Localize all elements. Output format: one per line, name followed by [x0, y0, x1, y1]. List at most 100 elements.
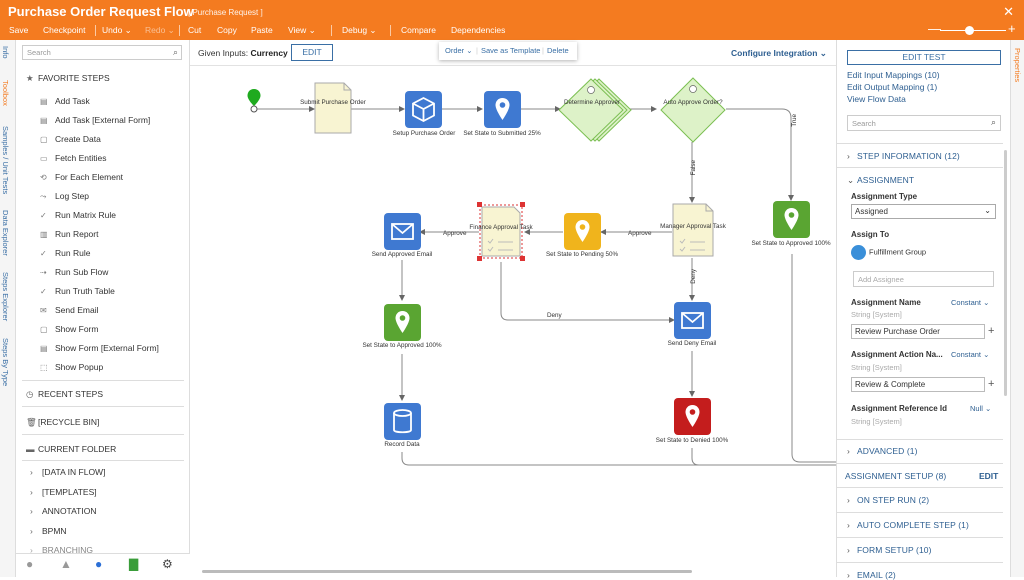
tab-info[interactable]: Info	[1, 46, 10, 59]
canvas-scrollbar[interactable]	[202, 570, 692, 573]
save-button[interactable]: Save	[9, 25, 29, 35]
start-icon[interactable]	[246, 88, 262, 114]
tab-samples[interactable]: Samples / Unit Tests	[1, 126, 10, 195]
decision-icon[interactable]	[660, 77, 726, 143]
set-state-icon[interactable]	[484, 91, 521, 128]
tab-steps-explorer[interactable]: Steps Explorer	[1, 272, 10, 322]
zoom-out-icon[interactable]: —	[928, 21, 941, 36]
settings-gear-icon[interactable]: ⚙	[162, 557, 173, 571]
folder-item[interactable]: ›ANNOTATION	[30, 506, 96, 516]
auto-complete-section[interactable]: ›AUTO COMPLETE STEP (1)	[847, 520, 969, 530]
delete-button[interactable]: Delete	[547, 46, 569, 55]
assignment-setup-edit-button[interactable]: EDIT	[979, 471, 999, 481]
form-setup-section[interactable]: ›FORM SETUP (10)	[847, 545, 932, 555]
assignment-action-input[interactable]: Review & Complete	[851, 377, 985, 392]
save-as-template-button[interactable]: Save as Template	[481, 46, 541, 55]
determine-approver-icon[interactable]	[559, 77, 633, 143]
assignment-reference-mode[interactable]: Null ⌄	[970, 404, 992, 413]
email-section[interactable]: ›EMAIL (2)	[847, 570, 896, 580]
dependencies-button[interactable]: Dependencies	[451, 25, 506, 35]
task-icon[interactable]	[672, 203, 714, 257]
step-item[interactable]: ▥Run Report	[40, 229, 98, 239]
tab-properties[interactable]: Properties	[1013, 48, 1022, 83]
zoom-slider[interactable]: — +	[928, 21, 1020, 36]
favorite-steps-header[interactable]: ★FAVORITE STEPS	[26, 73, 110, 84]
email-step-icon[interactable]	[674, 302, 711, 339]
zoom-in-icon[interactable]: +	[1008, 21, 1016, 36]
properties-search-input[interactable]: Search ⌕	[847, 115, 1001, 131]
folder-item[interactable]: ›BRANCHING	[30, 545, 93, 555]
add-assignee-input[interactable]: Add Assignee	[853, 271, 994, 287]
edit-test-button[interactable]: EDIT TEST	[847, 50, 1001, 65]
step-item[interactable]: ▤Add Task [External Form]	[40, 115, 150, 125]
flow-canvas[interactable]: Submit Purchase Order Setup Purchase Ord…	[190, 66, 836, 577]
recycle-bin-header[interactable]: 🗑[RECYCLE BIN]	[26, 417, 99, 428]
on-step-run-section[interactable]: ›ON STEP RUN (2)	[847, 495, 929, 505]
assignment-name-mode[interactable]: Constant ⌄	[951, 298, 990, 307]
step-item[interactable]: ✓Run Matrix Rule	[40, 210, 116, 220]
step-item[interactable]: ✓Run Rule	[40, 248, 90, 258]
assignment-setup-section[interactable]: ASSIGNMENT SETUP (8)	[845, 471, 947, 481]
chat-icon[interactable]: ●	[95, 557, 103, 571]
step-item[interactable]: ✉Send Email	[40, 305, 98, 315]
tab-steps-by-type[interactable]: Steps By Type	[1, 338, 10, 387]
step-item[interactable]: ⬚Show Popup	[40, 362, 103, 372]
database-icon[interactable]	[384, 403, 421, 440]
add-icon[interactable]: +	[988, 378, 995, 390]
toolbox-search-input[interactable]: Search ⌕	[22, 45, 182, 60]
email-step-icon[interactable]	[384, 213, 421, 250]
assignment-action-mode[interactable]: Constant ⌄	[951, 350, 990, 359]
edit-input-mappings-link[interactable]: Edit Input Mappings (10)	[847, 70, 940, 80]
assignment-name-input[interactable]: Review Purchase Order	[851, 324, 985, 339]
folder-item[interactable]: ›[DATA IN FLOW]	[30, 467, 105, 477]
cut-button[interactable]: Cut	[188, 25, 202, 35]
warning-icon[interactable]: ▲	[60, 557, 72, 571]
set-state-icon[interactable]	[674, 398, 711, 435]
folder-item[interactable]: ›BPMN	[30, 526, 67, 536]
assignment-type-select[interactable]: Assigned⌄	[851, 204, 996, 219]
set-state-icon[interactable]	[564, 213, 601, 250]
form-step-icon[interactable]	[314, 82, 352, 134]
given-inputs-edit-button[interactable]: EDIT	[291, 44, 333, 61]
view-menu[interactable]: View ⌄	[288, 25, 316, 35]
copy-button[interactable]: Copy	[217, 25, 237, 35]
selected-task-icon[interactable]	[476, 201, 526, 262]
step-item[interactable]: ⇢Run Sub Flow	[40, 267, 108, 277]
tab-data-explorer[interactable]: Data Explorer	[1, 210, 10, 256]
zoom-handle[interactable]	[965, 26, 975, 35]
step-item[interactable]: ▤Show Form [External Form]	[40, 343, 159, 353]
step-item[interactable]: ▢Show Form	[40, 324, 98, 334]
error-icon[interactable]: ●	[26, 557, 34, 571]
recent-steps-header[interactable]: ◷RECENT STEPS	[26, 389, 103, 400]
set-state-icon[interactable]	[773, 201, 810, 238]
document-icon[interactable]: ▇	[129, 557, 139, 571]
step-item[interactable]: ▢Create Data	[40, 134, 101, 144]
step-item[interactable]: ✓Run Truth Table	[40, 286, 115, 296]
step-information-section[interactable]: ›STEP INFORMATION (12)	[847, 151, 960, 161]
step-item[interactable]: ⤳Log Step	[40, 191, 89, 202]
compare-button[interactable]: Compare	[401, 25, 436, 35]
configure-integration-menu[interactable]: Configure Integration ⌄	[731, 48, 827, 58]
current-folder-header[interactable]: ▬CURRENT FOLDER	[26, 444, 116, 454]
undo-button[interactable]: Undo ⌄	[102, 25, 132, 35]
add-icon[interactable]: +	[988, 325, 995, 337]
order-menu[interactable]: Order ⌄	[445, 46, 473, 55]
assignee-chip[interactable]: Fulfillment Group	[851, 245, 926, 260]
setup-step-icon[interactable]	[405, 91, 442, 128]
paste-button[interactable]: Paste	[251, 25, 273, 35]
checkpoint-button[interactable]: Checkpoint	[43, 25, 86, 35]
properties-scrollbar[interactable]	[1004, 150, 1007, 396]
step-item[interactable]: ▤Add Task	[40, 96, 90, 106]
edit-output-mapping-link[interactable]: Edit Output Mapping (1)	[847, 82, 938, 92]
step-item[interactable]: ▭Fetch Entities	[40, 153, 107, 163]
tab-toolbox[interactable]: Toolbox	[1, 80, 10, 106]
advanced-section[interactable]: ›ADVANCED (1)	[847, 446, 918, 456]
close-icon[interactable]: ✕	[1003, 4, 1014, 19]
step-item[interactable]: ⟲For Each Element	[40, 172, 123, 182]
view-flow-data-link[interactable]: View Flow Data	[847, 94, 906, 104]
debug-menu[interactable]: Debug ⌄	[342, 25, 377, 35]
assignment-section[interactable]: ⌄ASSIGNMENT	[847, 175, 914, 186]
redo-button[interactable]: Redo ⌄	[145, 25, 175, 35]
set-state-icon[interactable]	[384, 304, 421, 341]
folder-item[interactable]: ›[TEMPLATES]	[30, 487, 97, 497]
